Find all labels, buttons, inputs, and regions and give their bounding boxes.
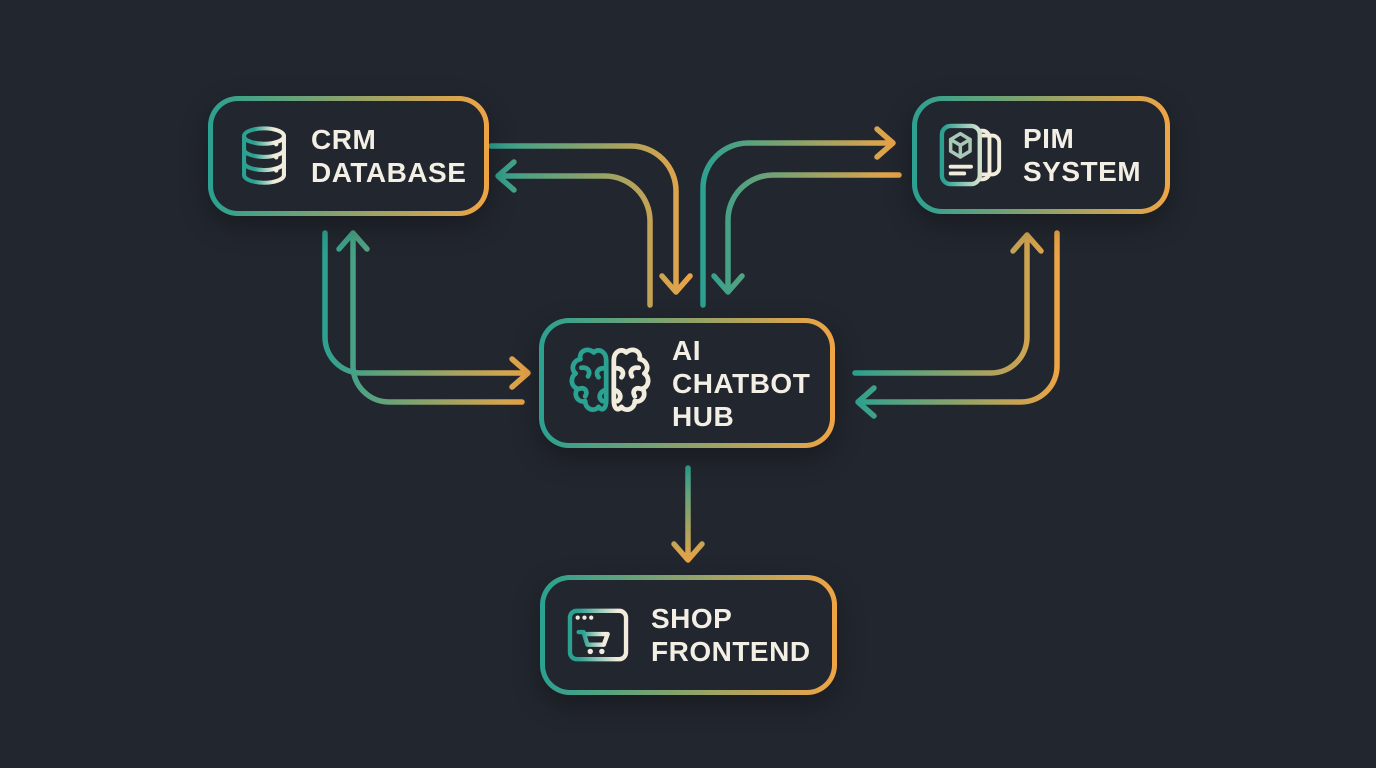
product-catalog-icon [939,123,1002,187]
label-line: PIM [1023,123,1075,154]
database-icon [242,126,286,185]
edge-hub-to-pim-side [852,232,1044,376]
node-ai-chatbot-hub-body: AI CHATBOT HUB [544,323,830,443]
node-ai-chatbot-hub: AI CHATBOT HUB [539,318,835,448]
label-line: CHATBOT [672,367,811,399]
edge-hub-to-pim-top [700,126,896,308]
node-crm-database-label: CRM DATABASE [311,123,466,189]
label-line: SHOP [651,603,733,634]
edge-crm-to-hub-top [488,143,693,295]
arrowhead-down-icon [711,273,745,295]
node-crm-database-body: CRM DATABASE [213,101,484,211]
label-line: FRONTEND [651,636,811,667]
arrowhead-left-icon [855,385,877,419]
arrowhead-down-icon [671,541,705,563]
node-pim-system-label: PIM SYSTEM [1023,122,1141,188]
node-ai-chatbot-hub-label: AI CHATBOT HUB [672,334,810,433]
edge-pim-to-hub-top [711,172,902,295]
brain-icon [569,347,651,412]
label-line: DATABASE [311,157,467,188]
edge-hub-to-shop [671,465,705,563]
arrowhead-right-icon [874,126,896,160]
arrowhead-down-icon [659,273,693,295]
label-line: AI [672,334,701,366]
edge-hub-to-crm-side [336,230,525,405]
node-shop-frontend-label: SHOP FRONTEND [651,602,811,668]
node-crm-database: CRM DATABASE [208,96,489,216]
edge-pim-to-hub-side [855,230,1060,419]
arrowhead-left-icon [495,159,517,193]
arrowhead-right-icon [509,356,531,390]
arrowhead-up-icon [1010,232,1044,254]
node-shop-frontend-body: SHOP FRONTEND [545,580,832,690]
shop-browser-cart-icon [567,608,629,662]
node-pim-system: PIM SYSTEM [912,96,1170,214]
node-pim-system-body: PIM SYSTEM [917,101,1165,209]
label-line: SYSTEM [1023,156,1142,187]
label-line: HUB [672,400,735,432]
edge-hub-to-crm-top [495,159,653,308]
arrowhead-up-icon [336,230,370,252]
node-shop-frontend: SHOP FRONTEND [540,575,837,695]
label-line: CRM [311,124,377,155]
edge-crm-to-hub-side [322,230,531,390]
